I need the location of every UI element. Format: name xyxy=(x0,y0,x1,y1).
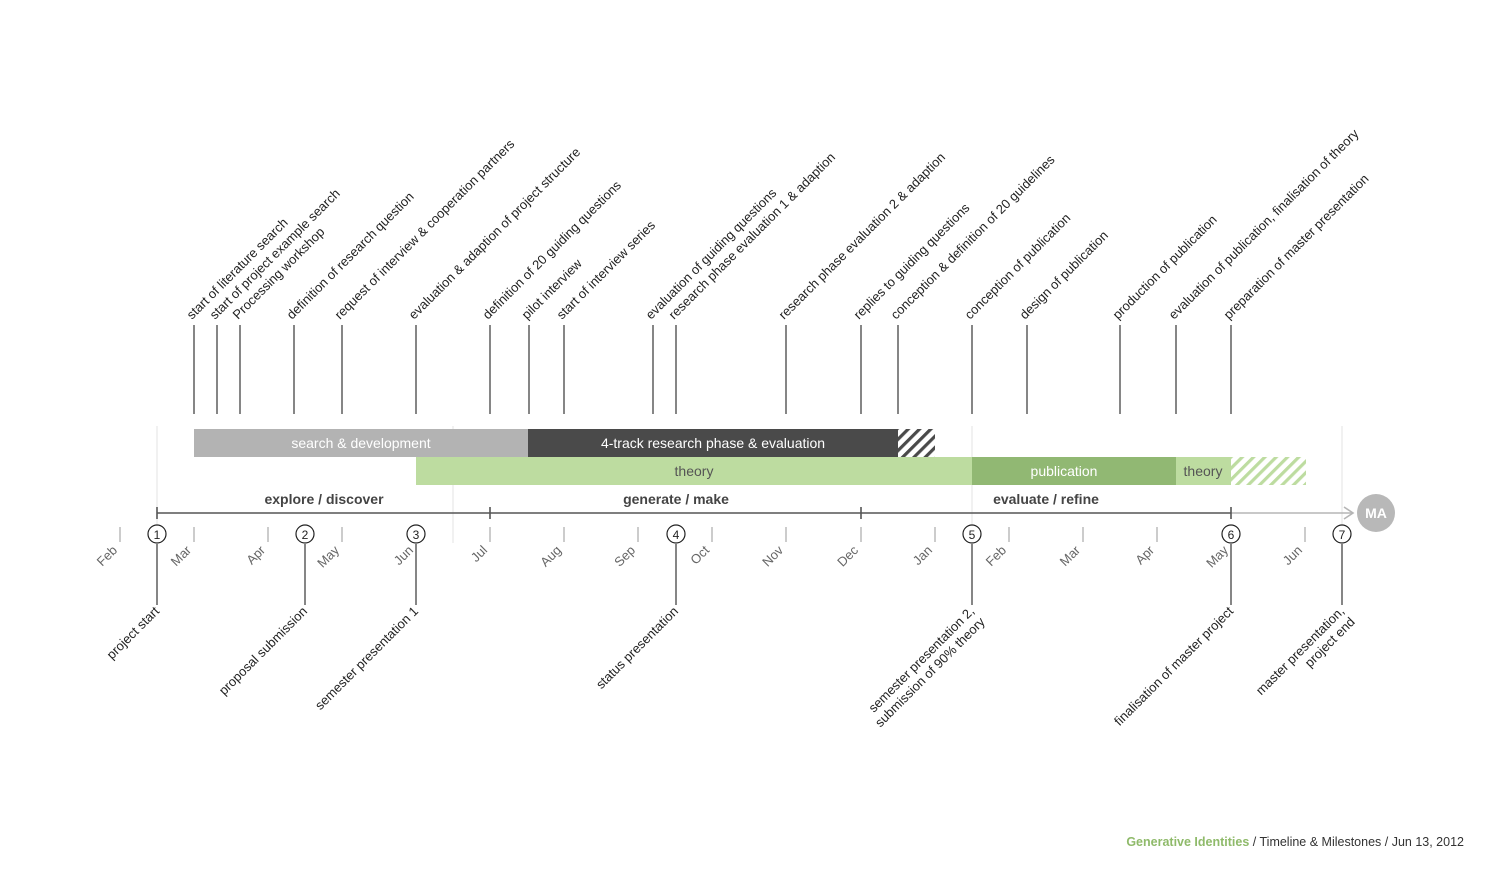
bar-label-theory-1: theory xyxy=(675,463,714,479)
month-label: May xyxy=(1203,542,1231,570)
event-label: start of project example search xyxy=(207,186,343,322)
month-label: Apr xyxy=(243,542,268,567)
milestone-label: project start xyxy=(103,603,162,662)
milestone-label-group: project start xyxy=(103,603,162,662)
month-label: Apr xyxy=(1132,542,1157,567)
ma-circle xyxy=(1357,494,1395,532)
milestone-circle xyxy=(147,524,167,544)
milestone-label: semester presentation 1 xyxy=(312,604,421,713)
month-label: Jul xyxy=(468,542,490,564)
milestone-number: 6 xyxy=(1228,528,1235,542)
milestone-number: 2 xyxy=(302,528,309,542)
month-label: Feb xyxy=(983,543,1009,569)
milestone-label: semester presentation 2, xyxy=(865,604,977,716)
bar-theory-2 xyxy=(1176,457,1231,485)
month-label: Mar xyxy=(168,542,195,569)
milestone-number: 7 xyxy=(1339,528,1346,542)
month-label: Aug xyxy=(537,543,564,570)
milestone-circle xyxy=(666,524,686,544)
milestone-number: 5 xyxy=(969,528,976,542)
bar-label-research: 4-track research phase & evaluation xyxy=(601,435,825,451)
milestone-circle xyxy=(962,524,982,544)
milestone-number: 3 xyxy=(413,528,420,542)
event-label: definition of 20 guiding questions xyxy=(480,177,625,322)
bar-label-publication: publication xyxy=(1031,463,1098,479)
milestone-label-group: finalisation of master project xyxy=(1111,603,1236,728)
bar-publication xyxy=(972,457,1176,485)
event-label: research phase evaluation 1 & adaption xyxy=(666,150,839,323)
milestone-circle xyxy=(1332,524,1352,544)
bar-label-search: search & development xyxy=(291,435,430,451)
footer-brand: Generative Identities xyxy=(1126,835,1250,849)
milestone-number: 4 xyxy=(673,528,680,542)
month-label: Sep xyxy=(611,543,638,570)
milestone-label-group: master presentation,project end xyxy=(1253,604,1358,698)
phase-label-1: explore / discover xyxy=(264,491,384,507)
bar-research-hatched xyxy=(898,429,935,457)
milestone-label: submission of 90% theory xyxy=(872,614,988,730)
event-label: evaluation of guiding questions xyxy=(643,185,780,322)
bar-search xyxy=(194,429,528,457)
month-label: Oct xyxy=(687,542,712,567)
milestone-label: master presentation, xyxy=(1253,604,1347,698)
month-label: Jun xyxy=(391,543,416,568)
month-label: Dec xyxy=(834,542,861,569)
milestone-circle xyxy=(295,524,315,544)
bar-theory-hatched xyxy=(1231,457,1306,485)
event-label: production of publication xyxy=(1110,212,1220,322)
event-label: evaluation of publication, finalisation … xyxy=(1166,126,1362,322)
axis-arrowhead xyxy=(1343,506,1355,520)
milestone-label-group: status presentation xyxy=(593,604,681,692)
month-label: Nov xyxy=(759,542,786,569)
milestone-label-group: semester presentation 1 xyxy=(312,604,421,713)
milestone-label-group: proposal submission xyxy=(216,604,310,698)
bar-research xyxy=(528,429,898,457)
milestone-circle xyxy=(1221,524,1241,544)
footer-rest: / Timeline & Milestones / Jun 13, 2012 xyxy=(1249,835,1464,849)
bar-theory-1 xyxy=(416,457,972,485)
milestone-label: proposal submission xyxy=(216,604,310,698)
milestone-label-group: semester presentation 2,submission of 90… xyxy=(865,604,988,730)
bar-label-theory-2: theory xyxy=(1184,463,1223,479)
ma-label: MA xyxy=(1365,505,1387,521)
milestone-circle xyxy=(406,524,426,544)
month-label: Jun xyxy=(1280,543,1305,568)
phase-label-3: evaluate / refine xyxy=(993,491,1099,507)
milestone-number: 1 xyxy=(154,528,161,542)
month-label: Feb xyxy=(94,543,120,569)
phase-label-2: generate / make xyxy=(623,491,729,507)
month-label: Mar xyxy=(1057,542,1084,569)
month-label: May xyxy=(314,542,342,570)
month-label: Jan xyxy=(910,543,935,568)
milestone-label: status presentation xyxy=(593,604,681,692)
footer-caption: Generative Identities / Timeline & Miles… xyxy=(1126,835,1464,849)
milestone-label: finalisation of master project xyxy=(1111,603,1236,728)
